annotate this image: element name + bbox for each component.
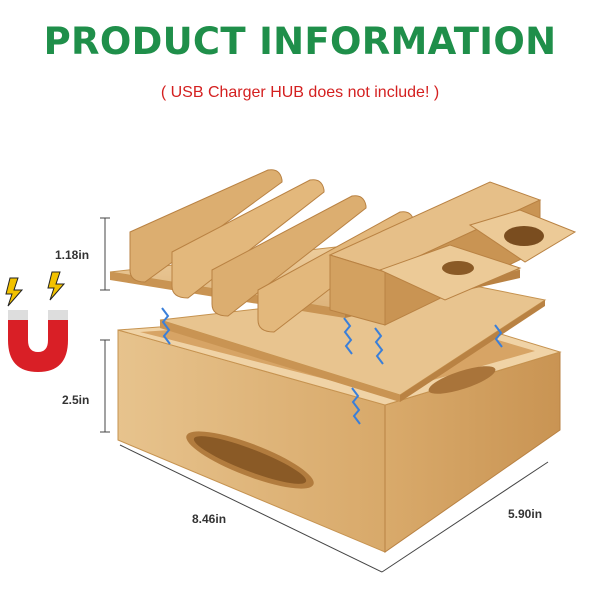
lightning-bolt-icon [5,271,66,307]
page-title: PRODUCT INFORMATION [43,20,557,63]
dimension-lines [100,217,549,573]
watch-holder-hole [504,226,544,246]
watch-stand-block [328,181,577,326]
top-height-label: 1.18in [55,248,90,262]
length-label: 8.46in [192,512,227,526]
magnetic-spark-icon [161,307,503,425]
width-label: 5.90in [508,507,543,521]
subtitle-note: ( USB Charger HUB does not include! ) [160,84,440,101]
horseshoe-magnet-icon [8,310,68,372]
base-height-label: 2.5in [62,393,90,407]
